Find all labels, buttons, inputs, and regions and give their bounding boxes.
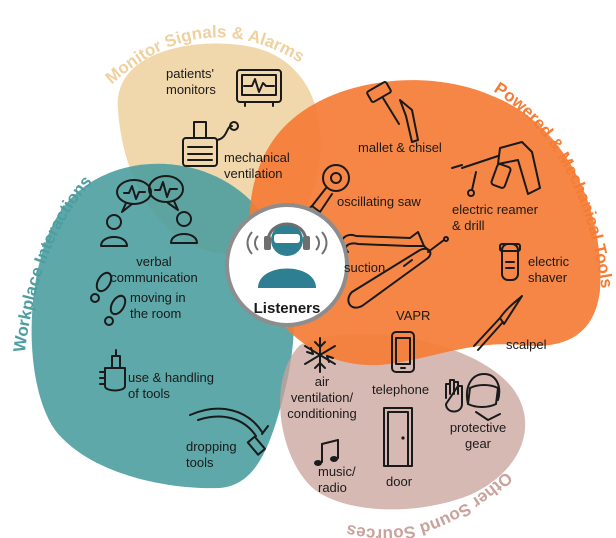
other-item-1-line-0: telephone [372, 382, 429, 397]
monitor-item-label-0: patients'monitors [166, 66, 216, 97]
monitor-item-1-line-1: ventilation [224, 166, 283, 181]
other-item-0-line-1: ventilation/ [291, 390, 354, 405]
powered-item-label-5: VAPR [396, 308, 430, 323]
powered-item-label-3: suction [344, 260, 385, 275]
workplace-item-1-line-1: the room [130, 306, 181, 321]
center-label: Listeners [254, 300, 321, 317]
powered-item-0-line-0: mallet & chisel [358, 140, 442, 155]
powered-item-label-6: scalpel [506, 337, 547, 352]
other-item-2-line-1: gear [465, 436, 492, 451]
workplace-item-1-line-0: moving in [130, 290, 186, 305]
falling-tool-icon [189, 407, 269, 456]
powered-item-label-1: oscillating saw [337, 194, 421, 209]
workplace-item-2-line-0: use & handling [128, 370, 214, 385]
snowflake-icon [304, 337, 336, 373]
shaver-icon [499, 243, 521, 281]
protective-gear-icon [445, 373, 501, 421]
other-item-2-line-0: protective [450, 420, 506, 435]
workplace-item-0-line-1: communication [110, 270, 197, 285]
powered-item-6-line-0: scalpel [506, 337, 547, 352]
telephone-icon [391, 331, 415, 373]
workplace-item-3-line-0: dropping [186, 439, 237, 454]
other-item-0-line-2: conditioning [287, 406, 356, 421]
center-listeners: Listeners [225, 203, 349, 327]
workplace-item-2-line-1: of tools [128, 386, 170, 401]
powered-item-2-line-0: electric reamer [452, 202, 539, 217]
footprints-icon [90, 271, 127, 326]
powered-item-5-line-0: VAPR [396, 308, 430, 323]
workplace-item-0-line-0: verbal [136, 254, 172, 269]
monitor-item-0-line-0: patients' [166, 66, 214, 81]
other-item-label-3: music/radio [318, 464, 356, 495]
powered-item-label-0: mallet & chisel [358, 140, 442, 155]
powered-item-label-2: electric reamer& drill [452, 202, 539, 233]
other-item-label-4: door [386, 474, 413, 489]
drill-icon [451, 141, 541, 197]
powered-item-2-line-1: & drill [452, 218, 485, 233]
conversation-icon [100, 175, 198, 247]
ventilator-icon [182, 121, 239, 167]
other-item-3-line-0: music/ [318, 464, 356, 479]
music-note-icon [314, 439, 339, 466]
powered-item-4-line-1: shaver [528, 270, 568, 285]
listener-with-headphones-icon [246, 222, 328, 288]
mallet-chisel-icon [366, 81, 419, 143]
powered-item-4-line-0: electric [528, 254, 570, 269]
center-ring [225, 203, 349, 327]
other-item-label-1: telephone [372, 382, 429, 397]
scalpel-icon [473, 295, 523, 351]
vapr-probe-icon [347, 236, 449, 309]
blob-other [280, 334, 526, 510]
workplace-item-3-line-1: tools [186, 455, 214, 470]
patient-monitor-icon [236, 69, 282, 107]
other-item-4-line-0: door [386, 474, 413, 489]
door-icon [383, 407, 413, 467]
other-item-3-line-1: radio [318, 480, 347, 495]
hand-tool-icon [99, 349, 126, 392]
oscillating-saw-icon [301, 164, 350, 215]
other-item-0-line-0: air [315, 374, 330, 389]
monitor-item-0-line-1: monitors [166, 82, 216, 97]
monitor-item-1-line-0: mechanical [224, 150, 290, 165]
powered-item-1-line-0: oscillating saw [337, 194, 421, 209]
powered-item-3-line-0: suction [344, 260, 385, 275]
